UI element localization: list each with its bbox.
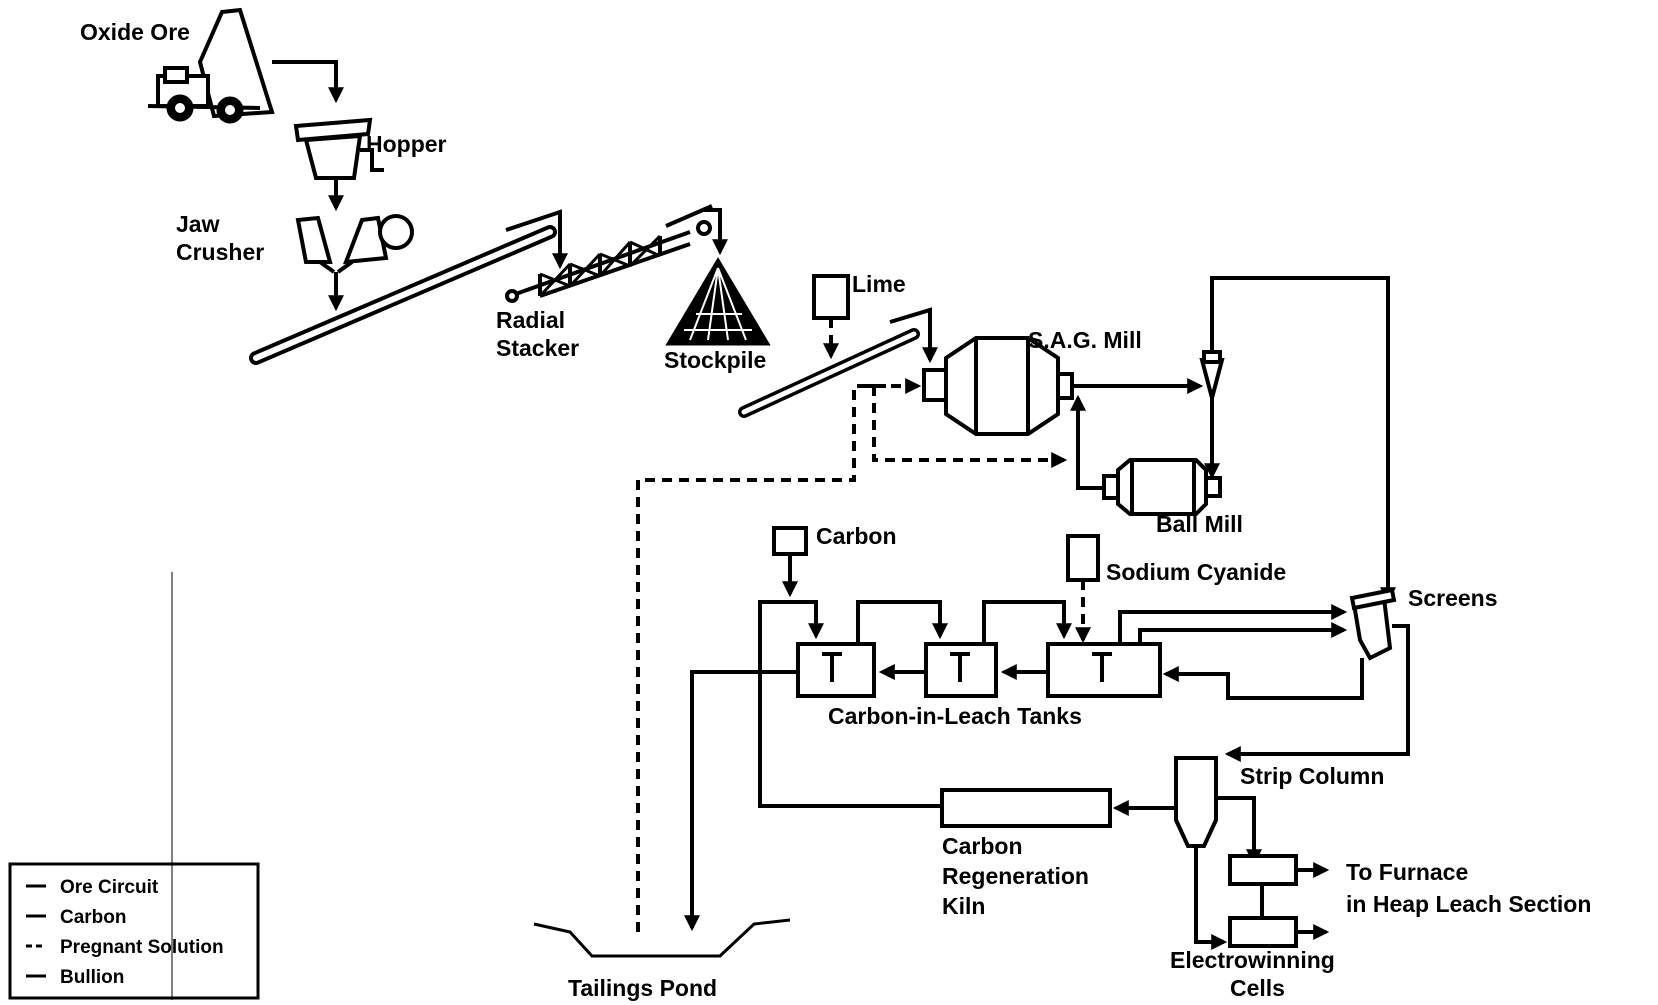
tank2-to-tank3-carbon-line	[982, 600, 1072, 644]
sag-mill-label: S.A.G. Mill	[1028, 327, 1142, 353]
tailings-pond-label: Tailings Pond	[568, 975, 717, 1001]
ore-to-hopper-line	[272, 60, 344, 104]
legend-item-pregnant-solution: Pregnant Solution	[60, 937, 224, 958]
kiln-label-3: Kiln	[942, 893, 985, 919]
kiln-label-2: Regeneration	[942, 863, 1089, 889]
sodium-cyanide-bin-icon	[1066, 534, 1100, 582]
kiln-label-1: Carbon	[942, 833, 1023, 859]
stacker-to-stockpile-line	[704, 208, 728, 256]
strip-to-cells-line	[1194, 846, 1228, 950]
jaw-label: Jaw	[176, 211, 220, 237]
hopper-label: Hopper	[366, 131, 447, 157]
stockpile-label: Stockpile	[664, 347, 766, 373]
tank3-to-screens-line-1	[1118, 604, 1348, 644]
strip-column-icon	[1174, 756, 1218, 848]
to-furnace-label-2: in Heap Leach Section	[1346, 891, 1591, 917]
cil-tank-3-icon	[1046, 642, 1162, 698]
cil-tank-2-icon	[924, 642, 998, 698]
carbon-bin-icon	[772, 526, 808, 556]
mill-feed-conveyor-icon	[738, 328, 920, 418]
legend: Ore Circuit Carbon Pregnant Solution Bul…	[8, 572, 260, 1000]
electrowinning-cell-1-icon	[1228, 854, 1298, 886]
stockpile-icon	[665, 257, 771, 346]
carbon-label: Carbon	[816, 523, 897, 549]
stacker-label: Stacker	[496, 335, 579, 361]
screens-underflow-line	[1162, 658, 1364, 700]
to-furnace-label-1: To Furnace	[1346, 859, 1468, 885]
lime-label: Lime	[852, 271, 906, 297]
ball-mill-icon	[1102, 458, 1222, 516]
sodium-cyanide-label: Sodium Cyanide	[1106, 559, 1286, 585]
screens-to-strip-line	[1224, 624, 1410, 762]
lime-bin-icon	[812, 274, 850, 320]
kiln-return-carbon-line	[758, 672, 942, 808]
radial-stacker-icon	[505, 204, 713, 303]
legend-item-bullion: Bullion	[60, 967, 124, 988]
tank1-to-tank2-carbon-line	[856, 600, 948, 644]
cyclone-overflow-to-screens-line	[1210, 276, 1396, 604]
ball-mill-label: Ball Mill	[1156, 511, 1243, 537]
screens-label: Screens	[1408, 585, 1498, 611]
screens-icon	[1349, 587, 1397, 661]
tailings-pond-icon	[533, 918, 791, 958]
legend-item-carbon: Carbon	[60, 907, 127, 928]
haul-truck-icon	[147, 7, 275, 124]
cil-tanks-label: Carbon-in-Leach Tanks	[828, 703, 1082, 729]
hopper-icon	[293, 117, 384, 180]
conveyor-to-stacker-line	[505, 209, 568, 270]
cil-tank-1-icon	[796, 642, 876, 698]
electrowinning-label-1: Electrowinning	[1170, 947, 1335, 973]
main-conveyor-icon	[249, 225, 557, 365]
jaw-crusher-icon	[295, 214, 414, 274]
conveyor-to-sag-line	[889, 307, 938, 364]
oxide-ore-label: Oxide Ore	[80, 19, 190, 45]
strip-to-electrowinning-line	[1216, 796, 1262, 866]
tank1-to-tailings-line	[684, 670, 798, 932]
cyclone-icon	[1199, 350, 1225, 406]
solution-to-ball-mill-line	[872, 386, 1068, 468]
ball-mill-return-line	[1070, 394, 1104, 490]
legend-item-ore-circuit: Ore Circuit	[60, 877, 159, 898]
electrowinning-label-2: Cells	[1230, 975, 1285, 1001]
kiln-icon	[940, 788, 1112, 828]
radial-label: Radial	[496, 307, 565, 333]
tank3-to-screens-line-2	[1138, 622, 1348, 644]
strip-column-label: Strip Column	[1240, 763, 1384, 789]
carbon-to-tank1-line	[758, 600, 824, 672]
electrowinning-cell-2-icon	[1228, 916, 1298, 948]
crusher-label: Crusher	[176, 239, 264, 265]
